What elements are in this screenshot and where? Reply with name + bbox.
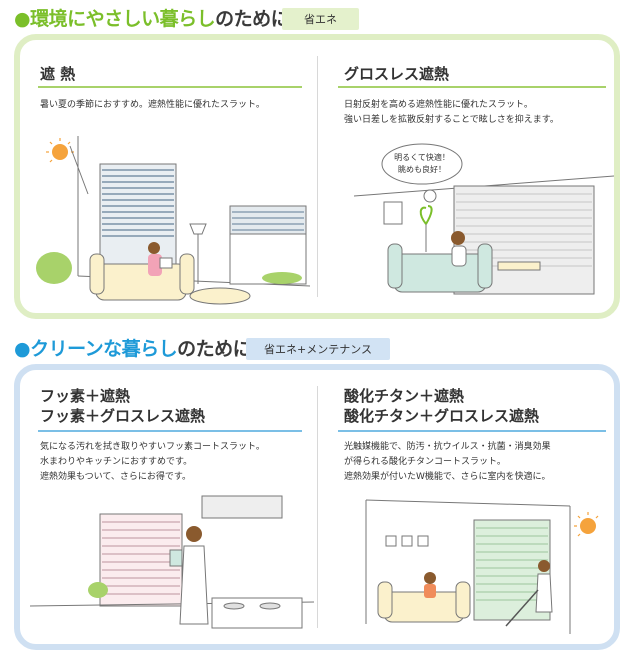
section2-title-accent: ●クリーンな暮らし xyxy=(14,338,178,360)
section1-right-rule xyxy=(338,86,606,88)
section2-left-heading-1: フッ素＋遮熱 xyxy=(40,387,131,405)
section2-right-desc-3: 遮熱効果が付いたW機能で、さらに室内を快適に。 xyxy=(344,472,551,482)
section1-right-heading: グロスレス遮熱 xyxy=(344,65,450,83)
section2-right-desc-2: が得られる酸化チタンコートスラット。 xyxy=(344,457,506,467)
section1-right-desc-2: 強い日差しを拡散反射することで眩しさを抑えます。 xyxy=(344,115,559,125)
section2-left-desc-3: 遮熱効果もついて、さらにお得です。 xyxy=(40,472,192,482)
bubble-line-2: 眺めも良好！ xyxy=(398,164,446,174)
section2-left-desc-1: 気になる汚れを拭き取りやすいフッ素コートスラット。 xyxy=(40,442,265,452)
section2-right-rule xyxy=(338,430,606,432)
section2-divider xyxy=(317,386,318,628)
bubble-line-1: 明るくて快適！ xyxy=(394,152,450,162)
section1-left-heading: 遮 熱 xyxy=(40,65,76,83)
section2-right-illustration xyxy=(365,499,599,634)
section2-title-rest: のために xyxy=(177,338,252,360)
section1-tag: 省エネ xyxy=(282,8,359,30)
section2-right-heading-2: 酸化チタン＋グロスレス遮熱 xyxy=(344,407,540,425)
section1-right-desc-1: 日射反射を高める遮熱性能に優れたスラット。 xyxy=(344,100,533,110)
section2-title: ●クリーンな暮らしのために xyxy=(14,334,252,361)
section2-panel: フッ素＋遮熱 フッ素＋グロスレス遮熱 気になる汚れを拭き取りやすいフッ素コートス… xyxy=(14,364,620,650)
section1-right-illustration: 明るくて快適！ 眺めも良好！ xyxy=(353,143,614,295)
section1-left-rule xyxy=(38,86,302,88)
section2-right-desc-1: 光触媒機能で、防汚・抗ウイルス・抗菌・消臭効果 xyxy=(344,442,551,452)
sun-icon xyxy=(574,512,599,537)
section1-divider xyxy=(317,56,318,297)
section2-right-heading-1: 酸化チタン＋遮熱 xyxy=(344,387,465,405)
section2-left-rule xyxy=(38,430,302,432)
section1-title-rest: のために xyxy=(215,8,290,30)
section1-title: ●環境にやさしい暮らしのために xyxy=(14,4,290,31)
sun-icon xyxy=(46,138,74,163)
section1-left-desc-1: 暑い夏の季節におすすめ。遮熱性能に優れたスラット。 xyxy=(40,100,265,110)
section2-tag: 省エネ+メンテナンス xyxy=(246,338,390,360)
section2-left-heading-2: フッ素＋グロスレス遮熱 xyxy=(40,407,206,425)
section1-left-illustration xyxy=(36,136,310,305)
section1-panel: 遮 熱 暑い夏の季節におすすめ。遮熱性能に優れたスラット。 xyxy=(14,34,620,319)
section2-left-illustration xyxy=(30,495,314,629)
section2-left-desc-2: 水まわりやキッチンにおすすめです。 xyxy=(40,457,193,467)
section1-title-accent: ●環境にやさしい暮らし xyxy=(14,8,216,30)
